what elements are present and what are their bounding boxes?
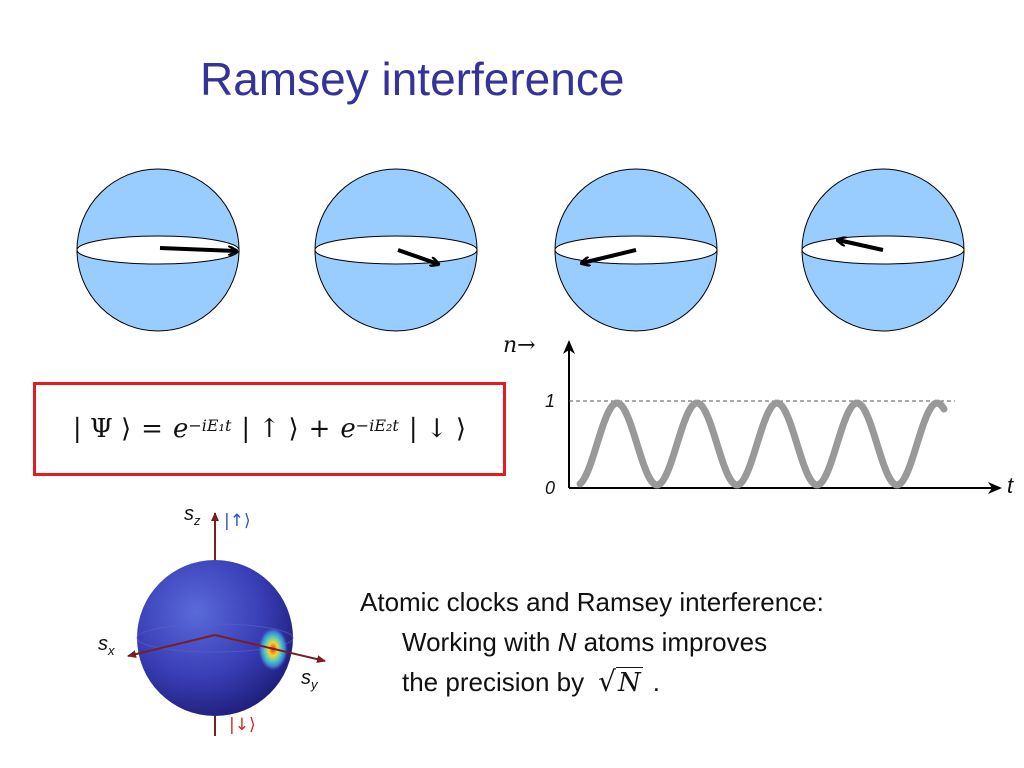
bloch-ket-up: |↑⟩: [224, 511, 251, 531]
state-vector-arrow: [838, 240, 884, 252]
bloch-equator: [136, 623, 294, 653]
formula-term2-base: e: [340, 414, 356, 444]
sphere-2: [314, 168, 478, 332]
state-vector-arrow: [397, 248, 438, 264]
bloch-sphere-squeezed-state: sz |↑⟩ sx sy |↓⟩: [98, 503, 326, 736]
bloch-x-axis: [127, 634, 216, 659]
caption-var-n: N: [557, 627, 577, 657]
bloch-sz-label: sz: [184, 503, 201, 528]
sphere-3: [554, 168, 718, 332]
caption-line-3: the precision by√N.: [360, 662, 824, 703]
sqrt-n: √N: [598, 665, 643, 698]
wavefunction-formula-box: | Ψ ⟩ = e −iE₁t | ↑ ⟩ + e −iE₂t | ↓ ⟩: [33, 382, 506, 476]
state-vector-arrow: [159, 248, 236, 251]
formula-term1-exponent: −iE₁t: [188, 415, 232, 435]
plot-x-label: t: [1007, 473, 1014, 498]
oscillation-curve: [576, 399, 948, 489]
state-vector-arrow: [582, 248, 637, 263]
caption: Atomic clocks and Ramsey interference: W…: [360, 582, 824, 703]
sphere-1: [76, 168, 240, 332]
formula-equals: =: [141, 414, 163, 444]
formula-term1-ket: | ↑ ⟩: [241, 414, 299, 444]
formula-term2-exponent: −iE₂t: [355, 415, 399, 435]
bloch-sy-label: sy: [301, 667, 319, 692]
bloch-ket-down: |↓⟩: [229, 715, 256, 735]
wavefunction-formula: | Ψ ⟩ = e −iE₁t | ↑ ⟩ + e −iE₂t | ↓ ⟩: [36, 385, 503, 473]
caption-line-2: Working with N atoms improves: [402, 627, 768, 657]
slide-title: Ramsey interference: [200, 53, 625, 105]
bloch-sphere-row: [76, 168, 965, 332]
formula-term2-ket: | ↓ ⟩: [408, 414, 467, 444]
plot-tick-zero: 0: [545, 478, 555, 498]
bloch-y-axis: [214, 634, 326, 664]
caption-line-1: Atomic clocks and Ramsey interference:: [360, 587, 824, 617]
formula-lhs: | Ψ ⟩: [72, 414, 132, 444]
formula-term1-base: e: [172, 414, 189, 444]
bloch-sx-label: sx: [98, 633, 115, 658]
bloch-ball: [137, 560, 293, 716]
sphere-4: [801, 168, 965, 332]
formula-plus: +: [308, 414, 331, 444]
plot-tick-one: 1: [545, 391, 555, 411]
